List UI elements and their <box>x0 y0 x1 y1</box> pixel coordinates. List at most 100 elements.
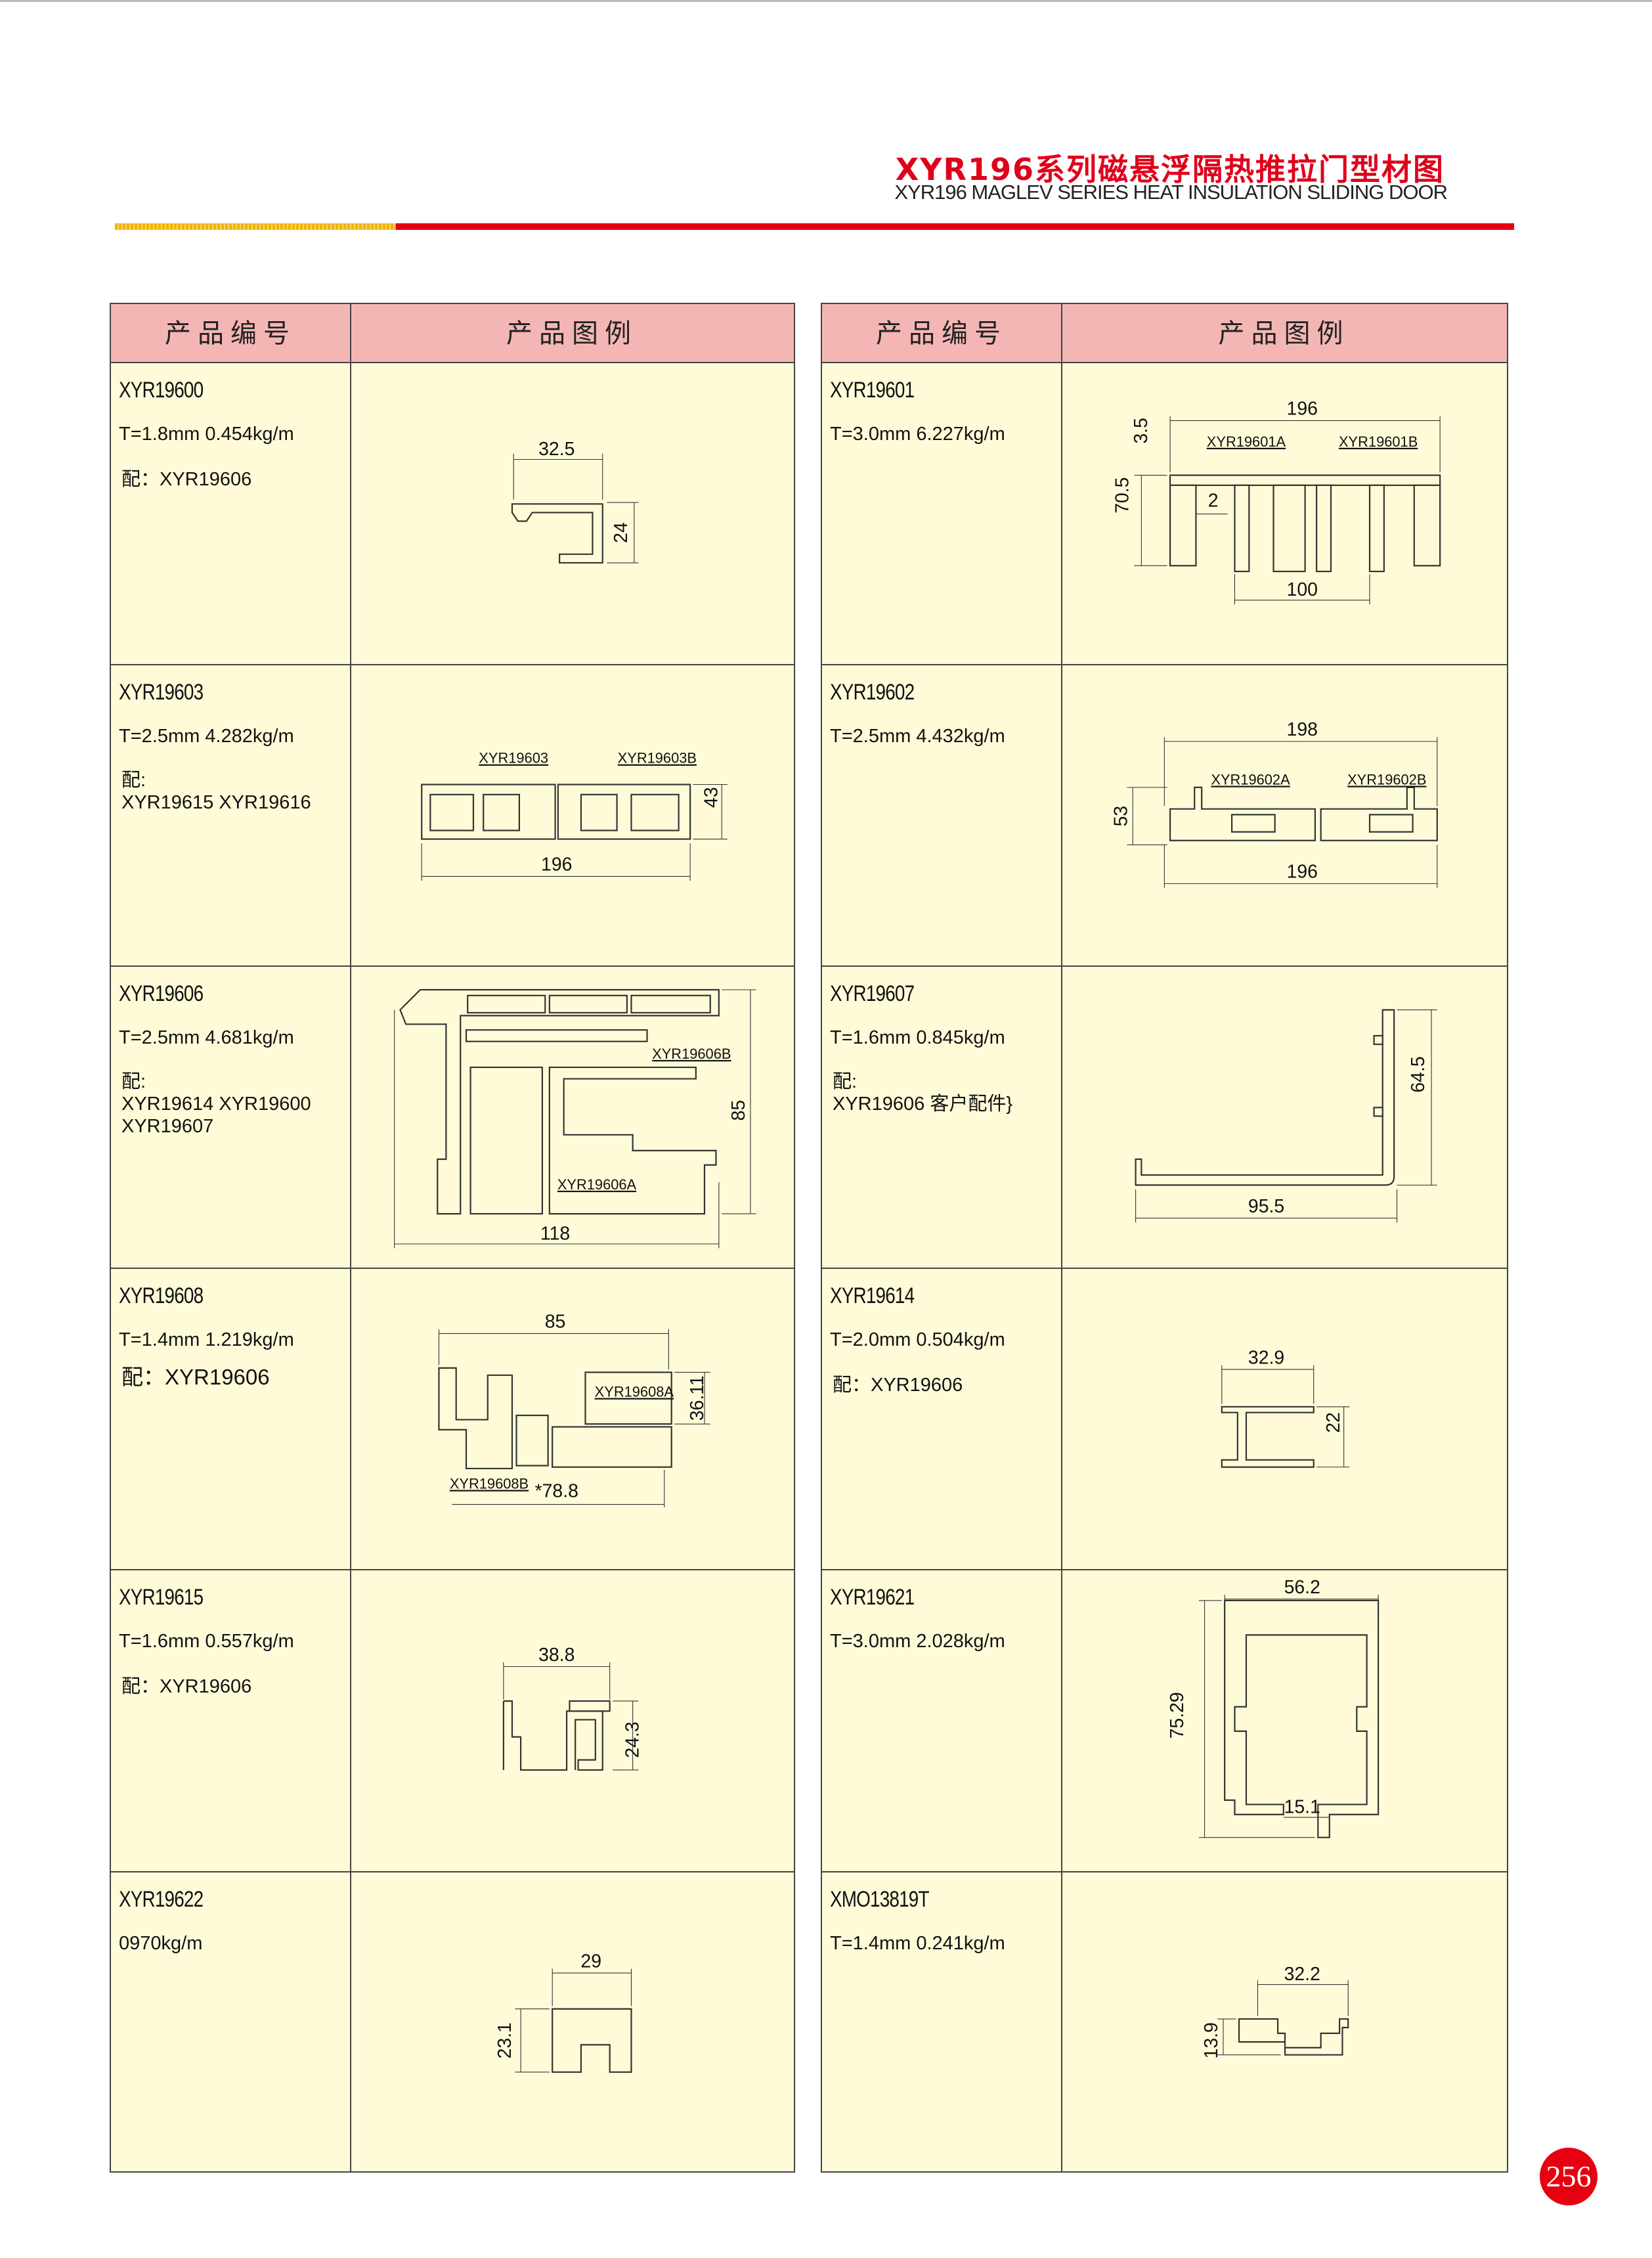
dimension-label: 196 <box>1287 861 1318 882</box>
profile-outline <box>438 1367 513 1469</box>
product-spec: T=2.5mm 4.432kg/m <box>830 725 1005 747</box>
product-id: XYR19603 <box>119 679 204 705</box>
profile-drawing: XYR19603 XYR19603B 43 196 <box>421 749 728 881</box>
product-spec: T=2.0mm 0.504kg/m <box>830 1329 1005 1350</box>
product-id: XYR19608 <box>119 1283 204 1308</box>
product-pairing: 配：XYR19606 <box>121 1364 270 1389</box>
profile-outline <box>552 1425 672 1468</box>
header-code: 产品编号 <box>876 319 1007 349</box>
dimension-label: 95.5 <box>1248 1196 1284 1217</box>
product-id: XYR19600 <box>119 378 204 403</box>
dimension-label: XYR19601A <box>1207 433 1286 450</box>
dimension-label: XYR19602B <box>1347 771 1426 787</box>
profile-outline <box>1238 2018 1349 2056</box>
dimension-label: 3.5 <box>1131 418 1152 444</box>
dimension-label: 53 <box>1110 805 1131 826</box>
page-number-badge: 256 <box>1540 2148 1598 2205</box>
dimension-label: 32.9 <box>1248 1347 1284 1368</box>
profile-outline <box>630 793 680 831</box>
table-header: 产品编号 产品图例 <box>822 304 1507 363</box>
profile-drawing: 32.2 13.9 <box>1201 1963 1349 2058</box>
product-id: XYR19601 <box>830 378 915 403</box>
dimension-line <box>1221 1365 1350 1467</box>
profile-drawing: 56.2 75.29 15.1 <box>1167 1577 1380 1838</box>
profile-outline <box>630 994 711 1014</box>
profile-drawing: 198 XYR19602A XYR19602B 53 196 <box>1110 719 1438 888</box>
profile-outline <box>1413 484 1441 567</box>
dimension-label: 70.5 <box>1112 477 1133 514</box>
profile-outline <box>1224 1599 1380 1838</box>
product-pairing: 配:XYR19615 XYR19616 <box>121 769 311 813</box>
profile-outline <box>1169 474 1441 486</box>
dimension-label: XYR19608A <box>595 1383 674 1400</box>
page-title-en: XYR196 MAGLEV SERIES HEAT INSULATION SLI… <box>894 181 1448 204</box>
dimension-line <box>1198 1595 1379 1838</box>
dimension-line <box>513 453 639 564</box>
profile-outline <box>429 793 475 831</box>
profile-outline <box>1368 484 1385 573</box>
dimension-label: 56.2 <box>1284 1577 1320 1598</box>
product-id: XYR19614 <box>830 1283 915 1308</box>
product-spec: T=1.4mm 1.219kg/m <box>119 1329 294 1350</box>
product-pairing: 配:XYR19606 客户配件} <box>833 1071 1013 1115</box>
dimension-label: 118 <box>540 1223 570 1244</box>
dimension-label: 36.11 <box>687 1375 708 1421</box>
dimension-line <box>1134 416 1441 605</box>
dimension-line <box>421 784 728 881</box>
product-id: XYR19622 <box>119 1886 204 1912</box>
dimension-line <box>1217 1980 1349 2055</box>
dimension-label: XYR19603B <box>618 749 697 766</box>
dimension-line <box>1135 1009 1437 1223</box>
profile-outline <box>1373 1034 1383 1117</box>
product-id: XYR19607 <box>830 981 915 1006</box>
dimension-line <box>1127 736 1438 888</box>
header-drawing: 产品图例 <box>506 319 638 349</box>
product-spec: 0970kg/m <box>119 1932 203 1954</box>
dimension-label: XYR19601B <box>1339 433 1418 450</box>
dimension-label: 75.29 <box>1167 1692 1188 1738</box>
dimension-label: XYR19606A <box>557 1176 637 1193</box>
dimension-label: 38.8 <box>538 1645 575 1666</box>
product-spec: T=1.6mm 0.845kg/m <box>830 1027 1005 1048</box>
profile-outline <box>552 2008 632 2073</box>
dimension-line <box>503 1662 639 1771</box>
product-spec: T=1.8mm 0.454kg/m <box>119 424 294 445</box>
profile-drawing: 64.5 95.5 <box>1135 1009 1437 1223</box>
product-id: XMO13819T <box>830 1886 930 1912</box>
dimension-label: *78.8 <box>535 1480 578 1501</box>
dimension-label: 23.1 <box>494 2022 515 2058</box>
profile-outline <box>511 503 603 564</box>
dimension-label: 100 <box>1287 579 1318 600</box>
dimension-label: 13.9 <box>1201 2022 1222 2058</box>
profile-outline <box>465 1029 648 1042</box>
profile-drawing: 196 XYR19601A XYR19601B 3.5 70.5 2 100 <box>1112 399 1441 605</box>
dimension-label: XYR19606B <box>652 1046 731 1062</box>
column-divider <box>350 304 351 2171</box>
product-spec: T=3.0mm 2.028kg/m <box>830 1631 1005 1652</box>
profile-drawing: 32.5 24 <box>511 439 639 564</box>
profile-outline <box>515 1414 549 1467</box>
product-spec: T=3.0mm 6.227kg/m <box>830 424 1005 445</box>
dimension-label: 32.5 <box>538 439 575 460</box>
header-rule-yellow <box>115 223 396 230</box>
product-pairing: 配：XYR19606 <box>121 1676 252 1697</box>
product-id: XYR19621 <box>830 1585 915 1610</box>
page-title-cn: XYR196系列磁悬浮隔热推拉门型材图 <box>895 152 1445 187</box>
profile-outline <box>1316 484 1332 573</box>
profile-outline <box>580 793 618 831</box>
dimension-label: 43 <box>701 787 722 808</box>
product-pairing: 配：XYR19606 <box>121 469 252 490</box>
